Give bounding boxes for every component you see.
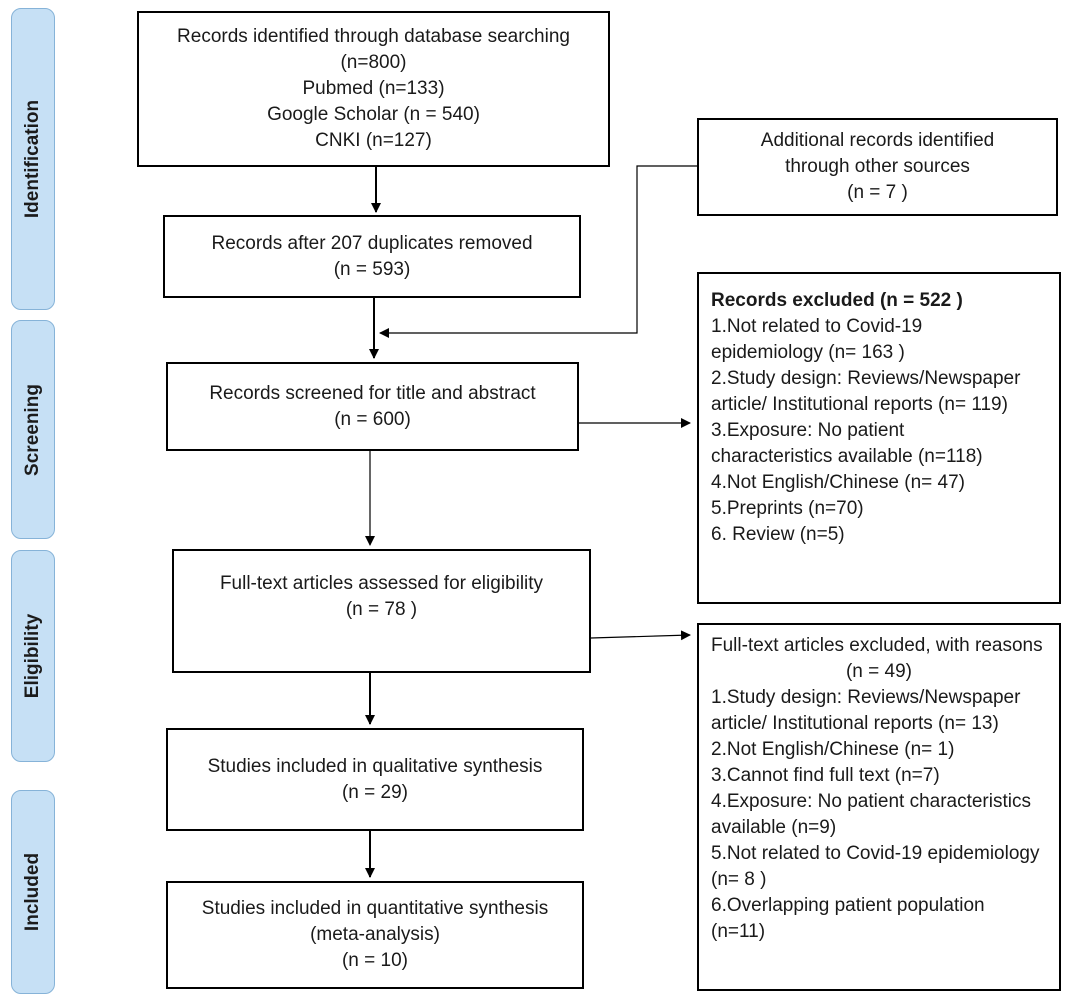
- phase-eligibility: Eligibility: [11, 550, 55, 762]
- phase-screening: Screening: [11, 320, 55, 539]
- records-excluded-line-3: 2.Study design: Reviews/Newspaper: [711, 368, 1021, 389]
- fulltext-excluded-count: (n = 49): [845, 661, 912, 682]
- records-excluded-box: Records excluded (n = 522 ) 1.Not relate…: [697, 272, 1061, 604]
- records-excluded-title: Records excluded (n = 522 ): [711, 290, 963, 311]
- records-screened-line-1: Records screened for title and abstract: [209, 382, 536, 404]
- fulltext-excluded-line-3: 2.Not English/Chinese (n= 1): [711, 739, 955, 760]
- quantitative-synthesis-box: Studies included in quantitative synthes…: [166, 881, 584, 989]
- fulltext-excluded-line-7: 5.Not related to Covid-19 epidemiology: [711, 843, 1040, 864]
- fulltext-excluded-box: Full-text articles excluded, with reason…: [697, 623, 1061, 991]
- records-excluded-line-9: 6. Review (n=5): [711, 524, 845, 545]
- qualitative-synthesis-line-1: Studies included in qualitative synthesi…: [207, 755, 543, 777]
- additional-records-box: Additional records identified through ot…: [697, 118, 1058, 216]
- records-excluded-line-1: 1.Not related to Covid-19: [711, 316, 923, 337]
- records-excluded-line-5: 3.Exposure: No patient: [711, 420, 905, 441]
- phase-included: Included: [11, 790, 55, 994]
- additional-records-line-2: through other sources: [785, 156, 970, 177]
- records-excluded-line-2: epidemiology (n= 163 ): [711, 342, 905, 363]
- records-screened-line-2: (n = 600): [334, 408, 411, 430]
- arrow-fulltext-to-excluded: [590, 630, 691, 641]
- fulltext-assessed-line-2: (n = 78 ): [345, 599, 418, 620]
- records-identified-line-1: Records identified through database sear…: [177, 26, 570, 47]
- quantitative-synthesis-line-3: (n = 10): [341, 950, 408, 971]
- fulltext-assessed-line-1: Full-text articles assessed for eligibil…: [219, 573, 544, 594]
- fulltext-excluded-line-8: (n= 8 ): [711, 869, 767, 890]
- connector-additional-to-flow: [379, 165, 697, 338]
- records-identified-box: Records identified through database sear…: [137, 11, 610, 167]
- duplicates-removed-box: Records after 207 duplicates removed (n …: [163, 215, 581, 298]
- fulltext-excluded-title: Full-text articles excluded, with reason…: [711, 635, 1043, 656]
- fulltext-excluded-line-9: 6.Overlapping patient population: [711, 895, 985, 916]
- fulltext-excluded-line-1: 1.Study design: Reviews/Newspaper: [711, 687, 1021, 708]
- additional-records-line-1: Additional records identified: [760, 130, 995, 151]
- phase-identification: Identification: [11, 8, 55, 310]
- fulltext-excluded-line-6: available (n=9): [711, 817, 837, 838]
- records-excluded-line-8: 5.Preprints (n=70): [711, 498, 864, 519]
- records-identified-line-2: (n=800): [340, 52, 407, 73]
- qualitative-synthesis-box: Studies included in qualitative synthesi…: [166, 728, 584, 831]
- fulltext-assessed-box: Full-text articles assessed for eligibil…: [172, 549, 591, 673]
- quantitative-synthesis-line-2: (meta-analysis): [310, 924, 440, 945]
- records-excluded-line-6: characteristics available (n=118): [711, 446, 983, 467]
- quantitative-synthesis-line-1: Studies included in quantitative synthes…: [201, 898, 549, 919]
- fulltext-excluded-line-5: 4.Exposure: No patient characteristics: [711, 791, 1031, 812]
- records-identified-line-3: Pubmed (n=133): [302, 78, 445, 99]
- duplicates-removed-line-2: (n = 593): [333, 258, 411, 280]
- records-identified-line-4: Google Scholar (n = 540): [267, 104, 480, 125]
- records-screened-box: Records screened for title and abstract …: [166, 362, 579, 451]
- fulltext-excluded-line-4: 3.Cannot find full text (n=7): [711, 765, 940, 786]
- records-excluded-line-4: article/ Institutional reports (n= 119): [711, 394, 1008, 415]
- records-identified-line-5: CNKI (n=127): [315, 130, 432, 151]
- duplicates-removed-line-1: Records after 207 duplicates removed: [211, 232, 533, 254]
- records-excluded-line-7: 4.Not English/Chinese (n= 47): [711, 472, 966, 493]
- qualitative-synthesis-line-2: (n = 29): [341, 781, 408, 803]
- additional-records-line-3: (n = 7 ): [847, 182, 908, 203]
- fulltext-excluded-line-10: (n=11): [711, 921, 766, 942]
- fulltext-excluded-line-2: article/ Institutional reports (n= 13): [711, 713, 999, 734]
